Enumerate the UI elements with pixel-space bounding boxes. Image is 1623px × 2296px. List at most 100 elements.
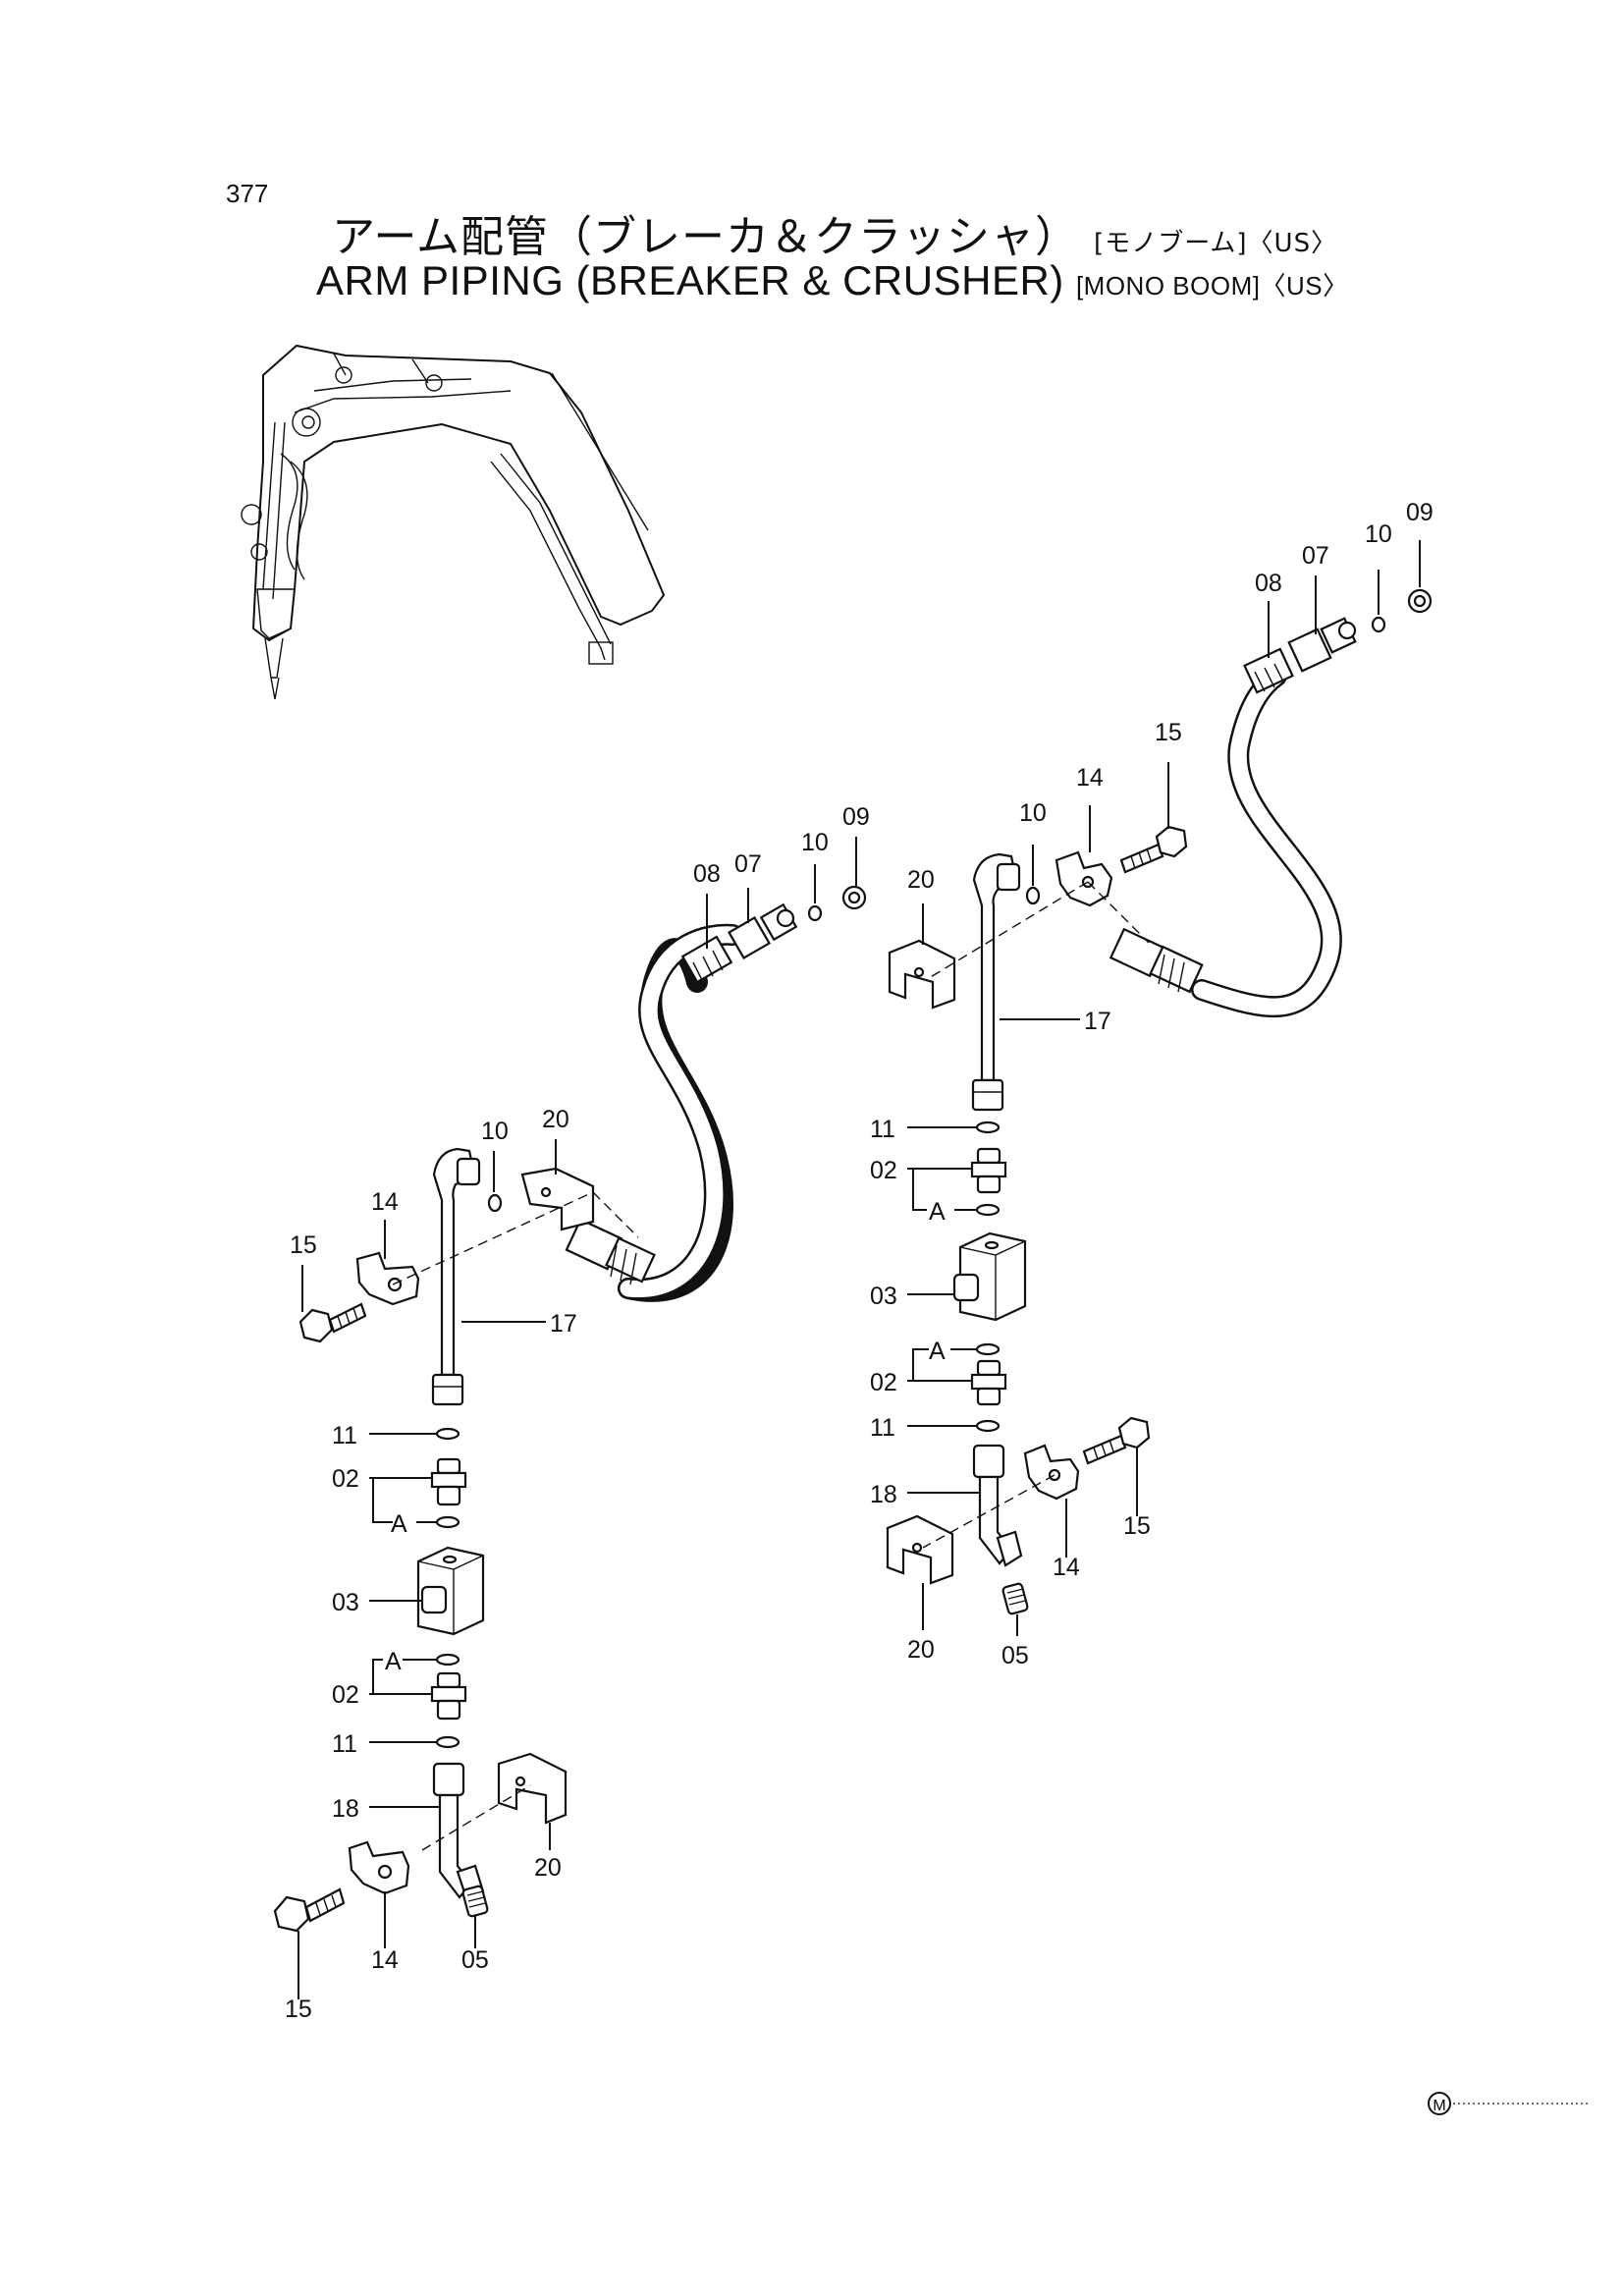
left-o-ring-10 <box>807 904 823 922</box>
label-r-14-top: 14 <box>1076 764 1104 792</box>
right-block-03 <box>952 1231 1027 1322</box>
right-leader-lines <box>907 540 1421 1636</box>
label-l-20-mid: 20 <box>542 1106 569 1133</box>
label-r-15-top: 15 <box>1155 719 1182 746</box>
label-r-10-top: 10 <box>1365 520 1392 548</box>
right-clamp-20-bot <box>886 1514 954 1585</box>
label-r-11-a: 11 <box>870 1116 895 1143</box>
right-o-ring-11-b <box>975 1419 1001 1433</box>
label-l-15-top: 15 <box>290 1231 317 1259</box>
left-bolt-15-top <box>298 1302 367 1343</box>
label-r-15-bot: 15 <box>1123 1512 1151 1540</box>
right-clamp-20-top <box>888 939 956 1010</box>
right-hose-lower-fitting <box>1109 927 1204 994</box>
label-l-11-a: 11 <box>332 1422 357 1449</box>
right-o-ring-a-1 <box>975 1203 1001 1217</box>
label-r-09: 09 <box>1406 499 1434 526</box>
label-r-02-a: 02 <box>870 1157 897 1184</box>
label-l-a-b: A <box>385 1648 402 1675</box>
label-r-17: 17 <box>1084 1008 1111 1035</box>
title-english-suffix: [MONO BOOM]〈US〉 <box>1075 271 1349 301</box>
title-english-main: ARM PIPING (BREAKER & CRUSHER) <box>316 257 1064 303</box>
footer-mark-letter: M <box>1433 2098 1445 2114</box>
right-assembly: 08 07 10 09 15 14 10 20 17 11 02 A 03 A … <box>870 499 1434 1669</box>
label-r-14-bot: 14 <box>1053 1554 1080 1581</box>
left-hose-upper-fitting <box>680 902 798 984</box>
title-english: ARM PIPING (BREAKER & CRUSHER) [MONO BOO… <box>316 257 1349 304</box>
label-r-a-b: A <box>929 1338 946 1365</box>
label-l-10: 10 <box>801 829 829 856</box>
label-l-08: 08 <box>693 860 721 888</box>
right-o-ring-11-a <box>975 1121 1001 1134</box>
right-stack <box>886 1121 1151 1615</box>
label-l-20-bot: 20 <box>534 1854 562 1882</box>
left-connector-02-a <box>430 1457 467 1506</box>
page-number: 377 <box>226 179 269 208</box>
label-l-11-b: 11 <box>332 1730 357 1758</box>
left-leader-lines <box>298 837 857 1999</box>
label-r-18: 18 <box>870 1481 897 1508</box>
right-elbow-tube-17 <box>971 852 1021 1112</box>
right-fitting-05 <box>1001 1582 1029 1615</box>
left-elbow-18 <box>432 1762 485 1903</box>
label-l-09: 09 <box>842 803 870 831</box>
label-l-02-a: 02 <box>332 1465 359 1493</box>
label-l-02-b: 02 <box>332 1681 359 1709</box>
left-connector-02-b <box>430 1671 467 1721</box>
left-stack <box>273 1427 568 1933</box>
label-l-14-top: 14 <box>371 1188 399 1216</box>
title-japanese: アーム配管（ブレーカ＆クラッシャ） [モノブーム]〈US〉 <box>332 201 1337 264</box>
label-r-10-mid: 10 <box>1019 799 1047 827</box>
left-hose <box>618 923 743 1302</box>
label-r-05: 05 <box>1001 1642 1029 1669</box>
label-l-07: 07 <box>734 850 762 878</box>
label-l-14-bot: 14 <box>371 1946 399 1974</box>
left-fitting-05 <box>461 1885 489 1918</box>
left-o-ring-10-mid <box>487 1193 503 1213</box>
label-l-05: 05 <box>461 1946 489 1974</box>
left-clamp-20-mid <box>520 1167 595 1231</box>
label-l-03: 03 <box>332 1589 359 1616</box>
left-block-03 <box>416 1546 485 1636</box>
left-bolt-15-bot <box>273 1887 346 1933</box>
right-connector-02-b <box>970 1359 1007 1406</box>
right-elbow-18 <box>972 1444 1023 1567</box>
title-japanese-suffix: [モノブーム]〈US〉 <box>1094 229 1338 258</box>
label-l-18: 18 <box>332 1795 359 1823</box>
right-o-ring-10-top <box>1371 616 1386 633</box>
left-hose-lower-fitting <box>565 1218 656 1285</box>
right-connector-02-a <box>970 1147 1007 1194</box>
label-r-08: 08 <box>1255 570 1282 597</box>
right-hose <box>1191 665 1342 1018</box>
excavator-arm-sketch <box>241 344 666 700</box>
right-clamp-14-bot <box>1023 1444 1080 1501</box>
left-clamp-14-top <box>355 1251 420 1306</box>
left-elbow-tube-17 <box>431 1147 481 1406</box>
left-clamp-14-bot <box>348 1840 410 1895</box>
left-o-ring-a-1 <box>435 1515 460 1529</box>
left-o-ring-11-b <box>435 1735 460 1749</box>
right-hose-upper-fitting <box>1243 617 1357 694</box>
label-l-10-mid: 10 <box>481 1118 509 1145</box>
left-assembly: 15 14 10 20 08 07 10 09 17 11 02 A 03 A … <box>273 803 870 2023</box>
right-o-ring-10-mid <box>1025 886 1041 905</box>
right-bolt-15-top <box>1119 825 1188 874</box>
label-r-11-b: 11 <box>870 1414 895 1442</box>
label-l-a-a: A <box>391 1510 407 1538</box>
label-r-20-bot: 20 <box>907 1636 935 1664</box>
left-clamp-20-bot <box>497 1752 568 1825</box>
label-r-02-b: 02 <box>870 1369 897 1396</box>
title-japanese-main: アーム配管（ブレーカ＆クラッシャ） <box>332 212 1080 262</box>
right-bolt-15-bot <box>1082 1416 1151 1465</box>
label-r-20-top: 20 <box>907 866 935 894</box>
label-r-a-a: A <box>929 1198 946 1226</box>
label-l-15-bot: 15 <box>285 1995 312 2023</box>
left-o-ring-a-2 <box>435 1653 460 1667</box>
left-o-ring-11-a <box>435 1427 460 1441</box>
label-l-17: 17 <box>550 1310 577 1338</box>
label-r-03: 03 <box>870 1283 897 1310</box>
footer-mark: M <box>1428 2092 1591 2115</box>
right-o-ring-a-2 <box>975 1342 1001 1356</box>
label-r-07: 07 <box>1302 542 1329 570</box>
